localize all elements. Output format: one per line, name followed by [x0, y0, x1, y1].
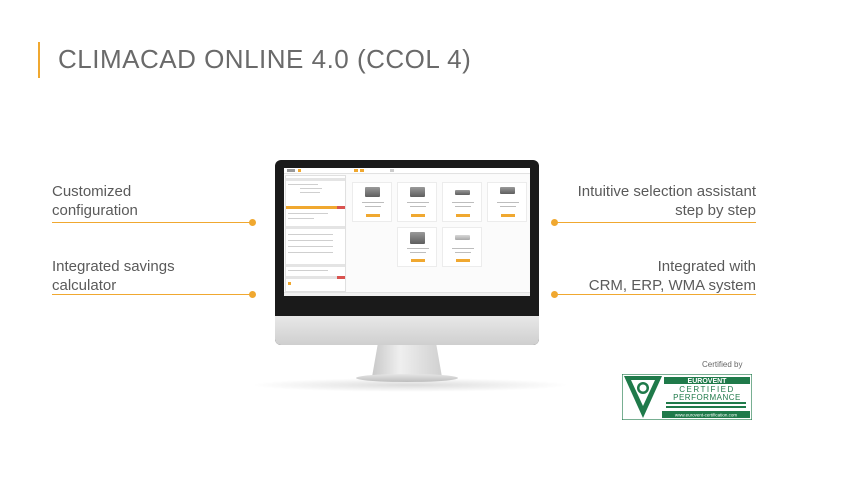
page-title: CLIMACAD ONLINE 4.0 (CCOL 4)	[58, 44, 472, 74]
sidebar-row	[300, 192, 320, 193]
sidebar-marker	[288, 282, 291, 285]
sidebar-row	[288, 184, 318, 185]
feature-leader-line	[52, 294, 252, 295]
sidebar-section-header	[286, 206, 345, 209]
feature-line: Integrated savings	[52, 258, 175, 275]
monitor-screen	[284, 168, 530, 296]
product-line	[452, 202, 474, 203]
product-line	[362, 202, 384, 203]
cert-line-1: CERTIFIED	[679, 385, 735, 394]
product-line	[497, 202, 519, 203]
feature-leader-line	[556, 222, 756, 223]
sidebar-section	[286, 226, 345, 229]
title-accent-bar	[38, 42, 40, 78]
app-product-grid	[347, 175, 529, 292]
feature-integrated-savings-calculator: Integrated savings calculator	[52, 257, 175, 295]
feature-line: step by step	[675, 202, 756, 219]
feature-line: Integrated with	[657, 258, 756, 275]
monitor-stand-base	[356, 374, 458, 382]
product-line	[365, 206, 381, 207]
app-tool-icon	[390, 169, 394, 172]
product-line	[455, 206, 471, 207]
product-line	[407, 202, 429, 203]
product-line	[407, 248, 429, 249]
monitor-chin	[275, 316, 539, 345]
sidebar-section-close	[337, 206, 345, 209]
sidebar-row	[288, 270, 328, 271]
app-sidebar	[285, 175, 346, 292]
product-image	[365, 187, 380, 197]
product-card	[397, 227, 437, 267]
cert-brand: EUROVENT	[688, 378, 728, 385]
sidebar-row	[288, 246, 333, 247]
feature-leader-dot	[249, 219, 256, 226]
monitor-shadow	[250, 378, 570, 392]
sidebar-section	[286, 264, 345, 267]
sidebar-row	[288, 240, 333, 241]
product-line	[410, 206, 426, 207]
product-select-button	[501, 214, 515, 217]
product-line	[500, 206, 516, 207]
eurovent-certification-logo: EUROVENT CERTIFIED PERFORMANCE www.eurov…	[622, 374, 752, 420]
app-status-bar	[284, 292, 530, 296]
feature-leader-line	[556, 294, 756, 295]
feature-leader-dot	[551, 219, 558, 226]
app-tool-icon	[354, 169, 358, 172]
product-select-button	[411, 214, 425, 217]
product-image	[455, 190, 470, 195]
product-card	[442, 182, 482, 222]
product-card	[442, 227, 482, 267]
feature-leader-line	[52, 222, 252, 223]
product-line	[455, 252, 471, 253]
feature-line: configuration	[52, 202, 138, 219]
product-select-button	[366, 214, 380, 217]
product-image	[455, 235, 470, 240]
app-tool-icon	[360, 169, 364, 172]
certified-by-label: Certified by	[702, 360, 743, 369]
app-logo	[287, 169, 295, 172]
feature-leader-dot	[249, 291, 256, 298]
monitor-stand-neck	[372, 345, 442, 377]
product-select-button	[456, 214, 470, 217]
product-card	[397, 182, 437, 222]
app-toolbar	[284, 168, 530, 174]
product-card	[487, 182, 527, 222]
cert-line-2: PERFORMANCE	[673, 393, 741, 402]
product-select-button	[411, 259, 425, 262]
sidebar-row	[288, 234, 333, 235]
product-card	[352, 182, 392, 222]
sidebar-row	[288, 218, 314, 219]
product-line	[452, 248, 474, 249]
app-menu-icon	[298, 169, 301, 172]
feature-line: calculator	[52, 277, 117, 294]
feature-integrated-with-crm-erp-wma: Integrated with CRM, ERP, WMA system	[589, 257, 756, 295]
sidebar-section	[286, 276, 345, 279]
feature-leader-dot	[551, 291, 558, 298]
feature-line: Intuitive selection assistant	[577, 183, 756, 200]
feature-line: Customized	[52, 183, 132, 200]
sidebar-section	[286, 178, 345, 181]
feature-line: CRM, ERP, WMA system	[588, 277, 756, 294]
product-image	[410, 187, 425, 197]
product-select-button	[456, 259, 470, 262]
sidebar-section-close	[337, 276, 345, 279]
feature-intuitive-selection-assistant: Intuitive selection assistant step by st…	[578, 182, 756, 220]
product-line	[410, 252, 426, 253]
product-image	[500, 187, 515, 194]
sidebar-row	[288, 213, 328, 214]
feature-customized-configuration: Customized configuration	[52, 182, 138, 220]
product-image	[410, 232, 425, 244]
sidebar-row	[300, 188, 322, 189]
sidebar-row	[288, 252, 333, 253]
cert-website: www.eurovent-certification.com	[675, 413, 738, 418]
